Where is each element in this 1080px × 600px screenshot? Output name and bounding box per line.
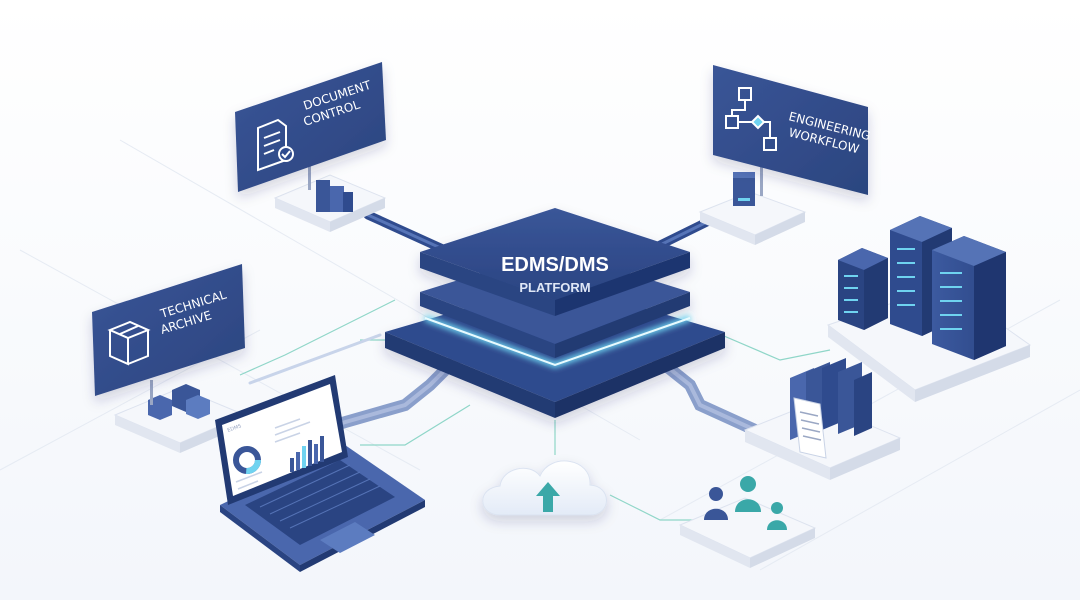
archive-cubes [148, 384, 210, 420]
edms-hub[interactable]: EDMS/DMS PLATFORM [385, 208, 725, 418]
binder-stack [790, 358, 872, 440]
user-group[interactable] [678, 476, 817, 568]
user-icon [767, 502, 787, 530]
server-racks[interactable] [826, 216, 1032, 402]
laptop[interactable]: EDMS [215, 375, 425, 572]
workflow-flowchart-icon [725, 87, 777, 151]
module-engineering-workflow[interactable]: ENGINEERING WORKFLOW [698, 65, 872, 245]
cloud-upload[interactable] [482, 460, 607, 516]
screen-text-lines [235, 418, 311, 490]
module-document-control[interactable]: DOCUMENT CONTROL [235, 62, 387, 232]
laptop-trackpad [320, 522, 375, 553]
laptop-screen-label: EDMS [227, 423, 243, 434]
document-check-icon [257, 118, 294, 172]
document-repository[interactable] [743, 358, 902, 480]
upload-arrow-icon [536, 482, 560, 512]
hub-top-cap [420, 208, 690, 300]
module-technical-archive[interactable]: TECHNICAL ARCHIVE [92, 264, 247, 453]
archive-box-icon [107, 320, 151, 366]
document-control-sign [235, 62, 386, 192]
user-icon [735, 476, 761, 512]
bar-chart-widget [290, 436, 324, 472]
hub-subtitle: PLATFORM [519, 280, 590, 295]
hub-title: EDMS/DMS [501, 254, 609, 276]
server-rack [932, 236, 1006, 360]
document-file-icon [793, 397, 827, 459]
donut-chart-widget [233, 446, 261, 474]
user-icon [704, 487, 728, 520]
server-rack [838, 248, 888, 330]
